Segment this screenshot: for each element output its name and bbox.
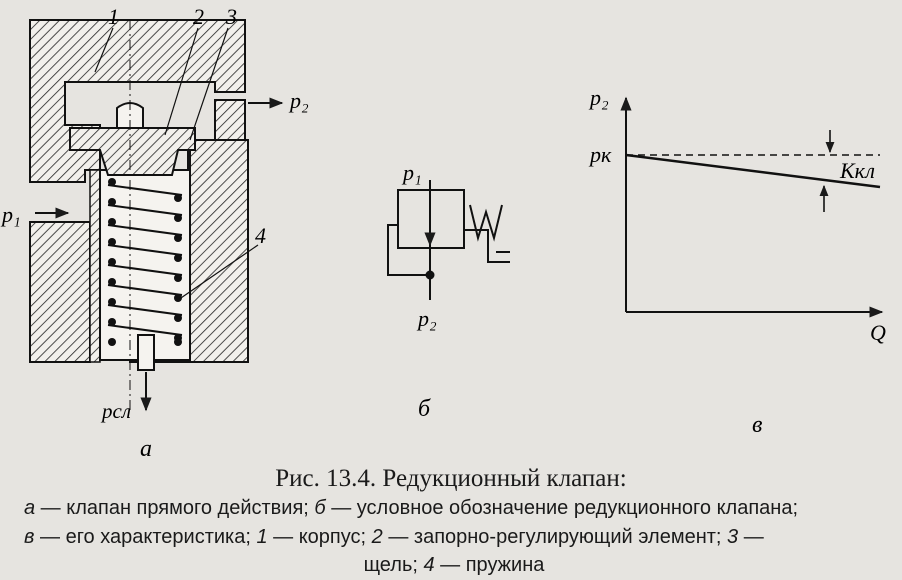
characteristic-graph — [620, 96, 884, 318]
label-c-q: Q — [870, 320, 886, 345]
label-a-p1: p₁ — [0, 202, 21, 227]
panel-letter-a: а — [140, 436, 152, 462]
figure-caption-title: Рис. 13.4. Редукционный клапан: — [275, 465, 627, 492]
symbol-pilot-line — [387, 224, 430, 276]
caption-n4-text: — пружина — [434, 554, 545, 576]
caption-n3: 3 — [727, 526, 739, 548]
label-num-1: 1 — [108, 4, 119, 29]
caption-b: б — [314, 497, 326, 519]
caption-b-text: — условное обозначение редукционного кла… — [325, 497, 799, 519]
caption-c-text: — его характеристика; — [34, 526, 257, 548]
caption-n1: 1 — [256, 526, 268, 548]
characteristic-line — [625, 153, 881, 189]
spring-coil-dots — [108, 178, 182, 346]
caption-line-3: щель; 4 — пружина — [24, 553, 884, 577]
caption-line-1: а — клапан прямого действия; б — условно… — [24, 496, 884, 520]
label-num-3: 3 — [225, 4, 237, 29]
caption-n3-text: щель; — [363, 554, 424, 576]
leader-1 — [94, 27, 114, 73]
leader-3 — [189, 27, 229, 141]
valve-section-diagram: 1 2 3 4 p₂ p₁ pсл а — [0, 4, 309, 462]
caption-n3-dash: — — [738, 526, 764, 548]
label-num-4: 4 — [255, 223, 266, 248]
caption-c: в — [24, 526, 35, 548]
spring-symbol-icon — [469, 204, 503, 242]
caption-n2: 2 — [371, 526, 383, 548]
caption-line-2: в — его характеристика; 1 — корпус; 2 — … — [24, 525, 884, 549]
panel-letter-c: в — [752, 412, 762, 438]
caption-a-text: — клапан прямого действия; — [35, 497, 315, 519]
valve-body-lower-left — [29, 221, 91, 363]
spring — [107, 184, 183, 336]
valve-symbol-diagram — [387, 180, 510, 300]
caption-n2-text: — запорно-регулирующий элемент; — [382, 526, 728, 548]
label-a-psl: pсл — [100, 399, 131, 423]
caption-n1-text: — корпус; — [267, 526, 372, 548]
label-b-p2: p₂ — [416, 306, 437, 331]
panel-letter-b: б — [418, 396, 431, 422]
label-c-pk: pк — [588, 142, 612, 167]
leader-4 — [177, 244, 259, 301]
label-num-2: 2 — [193, 4, 204, 29]
valve-spool — [69, 127, 196, 176]
caption-n4: 4 — [423, 554, 435, 576]
caption-a: а — [24, 497, 36, 519]
label-b-p1: p₁ — [401, 160, 422, 185]
valve-body-right — [189, 139, 249, 363]
label-c-p2: p₂ — [588, 85, 609, 110]
symbol-drain — [464, 229, 510, 263]
valve-wall-left — [89, 169, 101, 363]
leader-2 — [164, 27, 199, 136]
label-a-p2: p₂ — [288, 88, 309, 113]
drain-pipe — [137, 334, 155, 371]
label-c-kkl: Kкл — [839, 158, 875, 183]
